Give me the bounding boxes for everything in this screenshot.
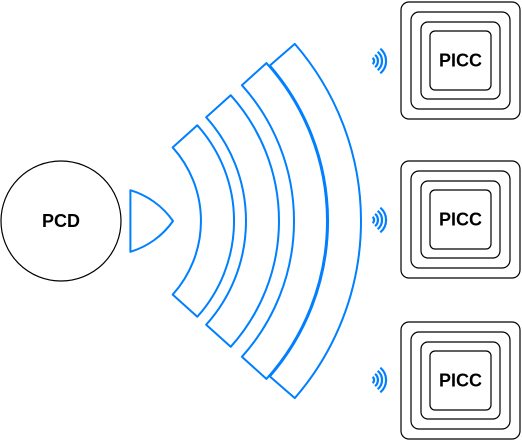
picc-card-outer	[400, 321, 521, 440]
pcd-circle	[0, 160, 122, 282]
picc-card-2: PICC	[400, 160, 521, 279]
picc-wave-icons	[371, 47, 388, 394]
radio-wave-arc-2	[205, 94, 280, 348]
wave-icon-arc	[374, 213, 380, 227]
wave-icon-arc	[376, 50, 384, 72]
picc-card-ring-2	[410, 11, 511, 110]
picc-card-chip	[429, 189, 492, 250]
picc-card-ring-3	[420, 21, 501, 100]
picc-card-ring-3	[420, 341, 501, 420]
radio-wave-arc-3	[240, 62, 329, 380]
radio-wave-wedge	[129, 189, 174, 253]
picc-label: PICC	[439, 51, 482, 71]
picc-card-outer	[400, 160, 521, 279]
pcd-label: PCD	[42, 211, 80, 231]
wave-icon-arc	[379, 206, 388, 234]
picc-card-chip	[429, 350, 492, 411]
picc-card-ring-2	[410, 331, 511, 430]
picc-card-outer	[400, 1, 521, 120]
radio-wave-arc-1	[171, 124, 236, 318]
wave-icon-arc	[376, 369, 384, 391]
wave-icon-arc	[379, 366, 388, 394]
wave-icon-arc	[371, 216, 376, 224]
picc-label: PICC	[439, 371, 482, 391]
picc-card-1: PICC	[400, 1, 521, 120]
wave-icon-arc	[374, 373, 380, 387]
picc-card-ring-3	[420, 180, 501, 259]
wave-icon	[371, 47, 388, 75]
picc-card-ring-2	[410, 170, 511, 269]
picc-card-chip	[429, 30, 492, 91]
wave-icon-arc	[379, 47, 388, 75]
radio-wave-arc-4	[268, 42, 362, 400]
wave-icon-arc	[376, 209, 384, 231]
wave-icon	[371, 206, 388, 234]
wave-icon	[371, 366, 388, 394]
pcd-radio-waves	[129, 42, 362, 400]
wave-icon-arc	[371, 57, 376, 65]
picc-card-3: PICC	[400, 321, 521, 440]
wave-icon-arc	[371, 376, 376, 384]
picc-label: PICC	[439, 210, 482, 230]
wave-icon-arc	[374, 54, 380, 68]
pcd-reader: PCD	[0, 160, 122, 282]
